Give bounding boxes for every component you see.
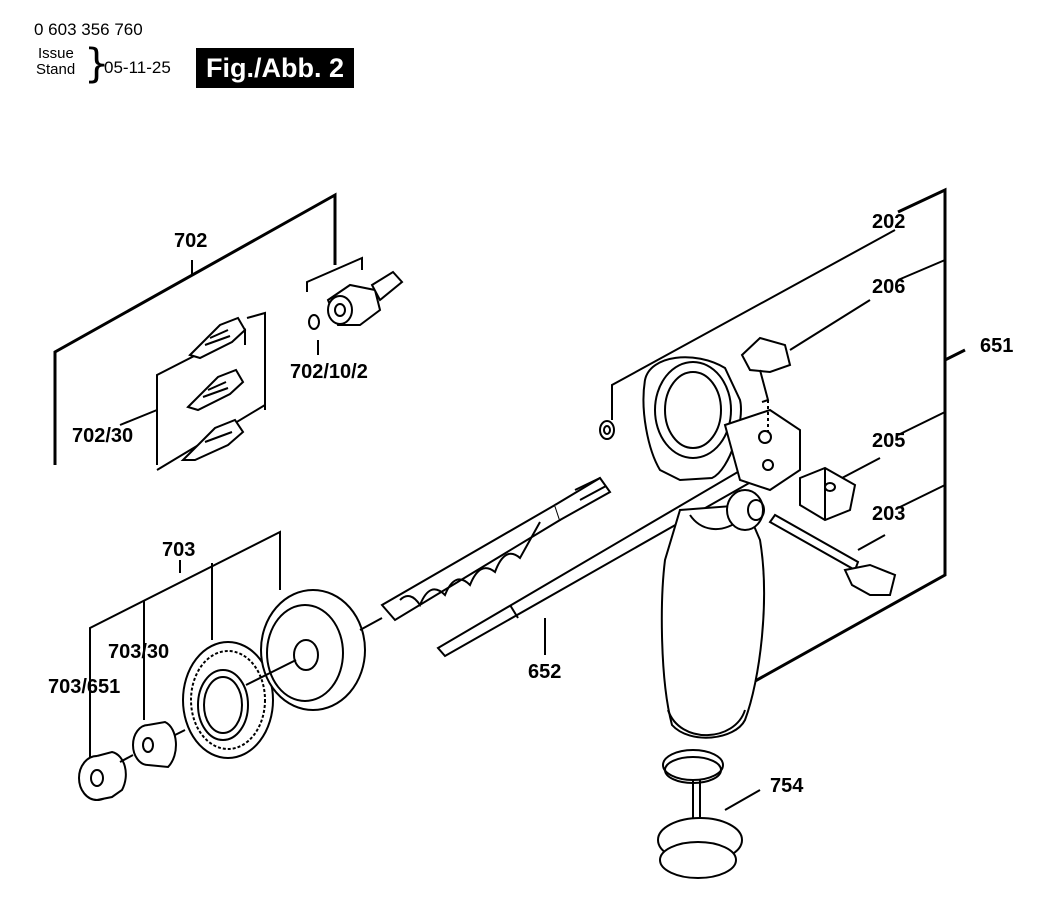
part-number: 0 603 356 760 xyxy=(34,20,143,39)
dust-guide-754 xyxy=(657,749,761,879)
drill-bit xyxy=(359,476,612,631)
callout-702: 702 xyxy=(174,230,207,252)
brace-glyph: } xyxy=(84,41,110,87)
bracket-702 xyxy=(53,192,337,465)
callout-206: 206 xyxy=(872,276,905,298)
callout-202: 202 xyxy=(872,211,905,233)
issue-label: Issue xyxy=(38,45,74,62)
callout-702-30: 702/30 xyxy=(72,425,133,447)
callout-651: 651 xyxy=(980,335,1013,357)
screwdriver-bit-bottom xyxy=(180,418,245,461)
stand-label: Stand xyxy=(36,61,76,78)
auxiliary-handle xyxy=(642,356,801,739)
callout-652: 652 xyxy=(528,661,561,683)
issue-date: 05-11-25 xyxy=(104,58,171,77)
clamp-nut-205 xyxy=(799,457,881,522)
wing-screw-206 xyxy=(740,299,871,432)
chuck-nut-703-651 xyxy=(78,750,127,801)
bracket-651 xyxy=(747,187,966,687)
chuck-bushing-703-30 xyxy=(119,720,186,769)
bracket-702-30 xyxy=(119,311,266,471)
callout-205: 205 xyxy=(872,430,905,452)
callout-703-651: 703/651 xyxy=(48,676,120,698)
callout-754: 754 xyxy=(770,775,804,797)
screwdriver-bit-top xyxy=(188,316,247,360)
clamping-bolt-203 xyxy=(768,513,897,596)
screwdriver-bit-middle xyxy=(186,368,245,412)
washer-202 xyxy=(599,229,896,440)
callout-703: 703 xyxy=(162,539,195,561)
chuck-ring xyxy=(182,641,274,759)
figure-label: Fig./Abb. 2 xyxy=(196,48,354,88)
bit-holder xyxy=(308,270,404,330)
callout-203: 203 xyxy=(872,503,905,525)
bracket-703 xyxy=(89,530,281,760)
bracket-702-10-2 xyxy=(306,256,363,355)
chuck-body xyxy=(245,589,366,711)
callout-702-10-2: 702/10/2 xyxy=(290,361,368,383)
callout-703-30: 703/30 xyxy=(108,641,169,663)
